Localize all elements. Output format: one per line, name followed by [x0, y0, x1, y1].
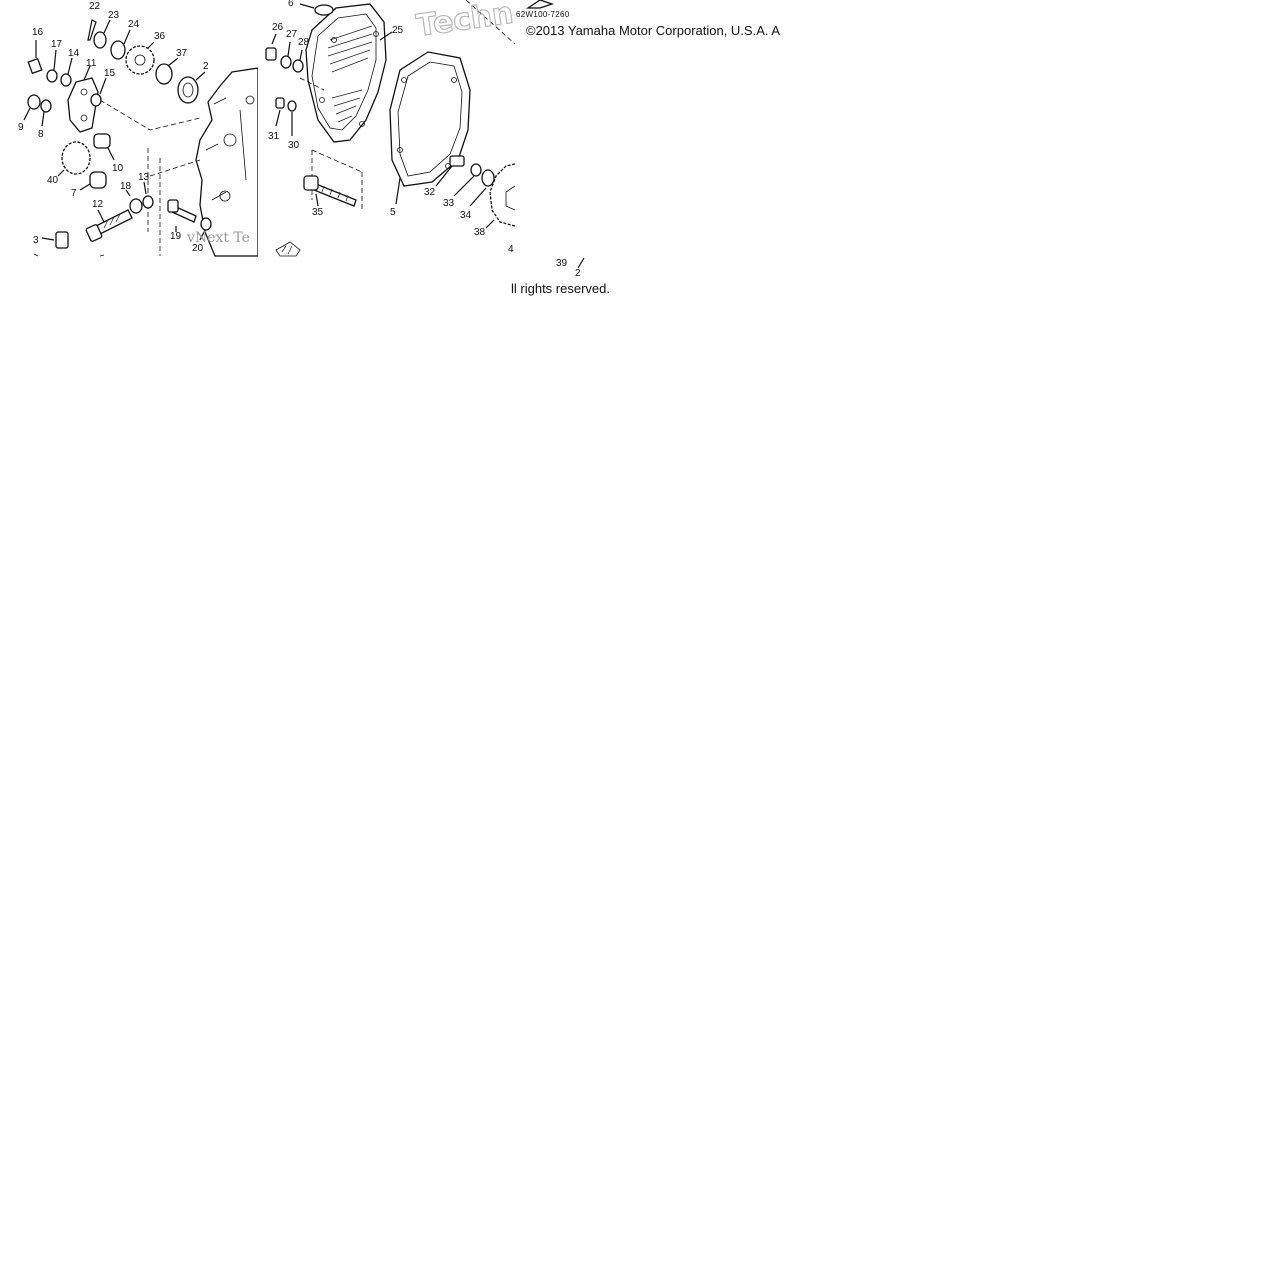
diagram-reference-code: 62W100-7260	[516, 10, 570, 19]
callout: 11	[86, 58, 97, 69]
clipped-part-fragment	[525, 0, 555, 9]
callout: 5	[390, 207, 396, 218]
callout: 26	[272, 22, 284, 33]
callout: 31	[268, 131, 280, 142]
panel-divider	[0, 257, 515, 259]
middle-assembly	[265, 0, 516, 257]
side-cover	[305, 3, 387, 143]
callout: 37	[176, 48, 188, 59]
watermark-text: Techn	[414, 0, 515, 44]
callout: 12	[92, 199, 104, 210]
callout: 28	[298, 37, 310, 48]
callout: 19	[170, 231, 182, 242]
callout: 35	[312, 207, 324, 218]
callout: 9	[18, 122, 24, 133]
left-assembly	[23, 19, 259, 257]
callout: 38	[474, 227, 486, 238]
callout: 15	[104, 68, 116, 79]
callout: 4	[508, 244, 514, 255]
callout: 24	[128, 19, 140, 30]
callout-labels: 22 23 24 36 37 2 16 17 14 11 15 9 8 40 1…	[18, 0, 581, 279]
copyright-notice: ©2013 Yamaha Motor Corporation, U.S.A. A	[526, 23, 781, 38]
callout: 33	[443, 198, 455, 209]
callout: 30	[288, 140, 300, 151]
callout: 32	[424, 187, 436, 198]
callout: 13	[138, 172, 150, 183]
callout: 14	[68, 48, 80, 59]
callout: 17	[51, 39, 63, 50]
callout: 10	[112, 163, 124, 174]
callout: 8	[38, 129, 44, 140]
callout: 2	[575, 268, 581, 279]
callout: 7	[71, 188, 77, 199]
callout: 40	[47, 175, 59, 186]
callout: 22	[89, 1, 101, 12]
callout: 3	[33, 235, 39, 246]
callout: 36	[154, 31, 166, 42]
watermark-text: vNext Te	[186, 230, 250, 246]
callout: 2	[203, 61, 209, 72]
panel-divider	[258, 0, 261, 258]
callout: 16	[32, 27, 44, 38]
callout: 39	[556, 258, 568, 269]
callout: 20	[192, 243, 204, 254]
callout: 34	[460, 210, 472, 221]
rights-notice: ll rights reserved.	[511, 281, 610, 296]
callout: 27	[286, 29, 298, 40]
callout: 25	[392, 25, 404, 36]
callout: 18	[120, 181, 132, 192]
callout: 23	[108, 10, 120, 21]
leader-line-2	[577, 257, 585, 269]
callout: 6	[288, 0, 294, 9]
